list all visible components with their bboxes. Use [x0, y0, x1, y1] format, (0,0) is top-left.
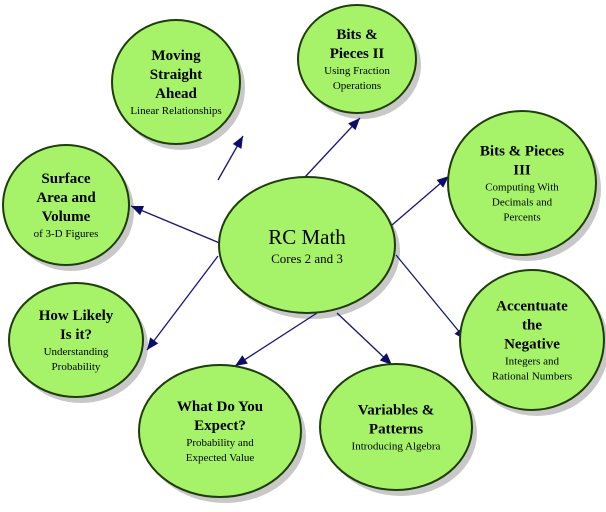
node-subtitle-line: Computing With	[485, 182, 559, 194]
node-title-line: Negative	[504, 337, 560, 353]
node-subtitle-line: Integers and	[505, 356, 560, 368]
node-subtitle-line: Rational Numbers	[492, 371, 572, 383]
node-title-line: Pieces II	[330, 46, 385, 62]
node-subtitle-line: Linear Relationships	[130, 105, 221, 117]
node-ellipse-how-likely-is-it	[8, 282, 144, 398]
arrowhead-how-likely-is-it	[147, 337, 159, 350]
node-title-line: Bits & Pieces	[480, 144, 564, 160]
node-ellipse-surface-area-and-volume	[2, 144, 130, 266]
node-title-line: Surface	[41, 171, 90, 187]
arrowhead-what-do-you-expect	[235, 355, 248, 366]
connector-line-how-likely-is-it	[146, 255, 219, 351]
node-title-line: How Likely	[39, 308, 114, 324]
node-subtitle-line: of 3-D Figures	[34, 228, 99, 240]
connector-line-surface-area-and-volume	[130, 205, 223, 245]
node-ellipse-bits-and-pieces-2	[297, 4, 417, 114]
node-title-line: Ahead	[155, 86, 197, 102]
node-subtitle-line: Introducing Algebra	[352, 441, 441, 453]
connector-line-bits-and-pieces-3	[391, 175, 450, 226]
node-title-line: III	[513, 163, 531, 179]
node-title-line: Bits &	[336, 27, 377, 43]
node-title-line: Volume	[42, 209, 91, 225]
arrowhead-bits-and-pieces-3	[436, 176, 449, 188]
center-subtitle: Cores 2 and 3	[271, 251, 343, 266]
node-title-line: Patterns	[369, 422, 423, 438]
center-node-ellipse	[218, 176, 396, 314]
node-subtitle-line: Understanding	[44, 346, 109, 358]
node-ellipse-moving-straight-ahead	[111, 19, 241, 145]
node-title-line: What Do You	[177, 399, 263, 415]
node-title-line: Is it?	[60, 327, 92, 343]
connector-line-what-do-you-expect	[234, 312, 318, 367]
node-subtitle-line: Probability	[52, 361, 101, 373]
node-ellipse-bits-and-pieces-3	[447, 110, 597, 256]
arrowhead-bits-and-pieces-2	[348, 118, 360, 131]
arrowhead-moving-straight-ahead	[232, 136, 243, 149]
node-title-line: Moving	[151, 48, 201, 64]
node-title-line: Area and	[36, 190, 96, 206]
node-ellipse-variables-and-patterns	[319, 363, 473, 491]
node-title-line: Accentuate	[496, 299, 568, 315]
node-ellipse-what-do-you-expect	[138, 364, 302, 498]
connector-line-bits-and-pieces-2	[304, 117, 361, 178]
node-subtitle-line: Decimals and	[492, 197, 553, 209]
node-title-line: the	[522, 318, 542, 334]
node-title-line: Variables &	[358, 403, 435, 419]
node-subtitle-line: Using Fraction	[324, 65, 390, 77]
arrowhead-surface-area-and-volume	[131, 206, 144, 216]
connector-line-accentuate-the-negative	[395, 254, 467, 341]
connector-line-variables-and-patterns	[336, 312, 393, 366]
center-title: RC Math	[268, 225, 346, 249]
node-title-line: Expect?	[194, 418, 246, 434]
node-subtitle-line: Operations	[333, 80, 381, 92]
node-title-line: Straight	[150, 67, 203, 83]
node-subtitle-line: Probability and	[186, 437, 254, 449]
arrowhead-variables-and-patterns	[379, 353, 392, 365]
node-subtitle-line: Expected Value	[186, 452, 255, 464]
node-ellipse-accentuate-the-negative	[459, 269, 605, 411]
node-subtitle-line: Percents	[503, 212, 540, 224]
